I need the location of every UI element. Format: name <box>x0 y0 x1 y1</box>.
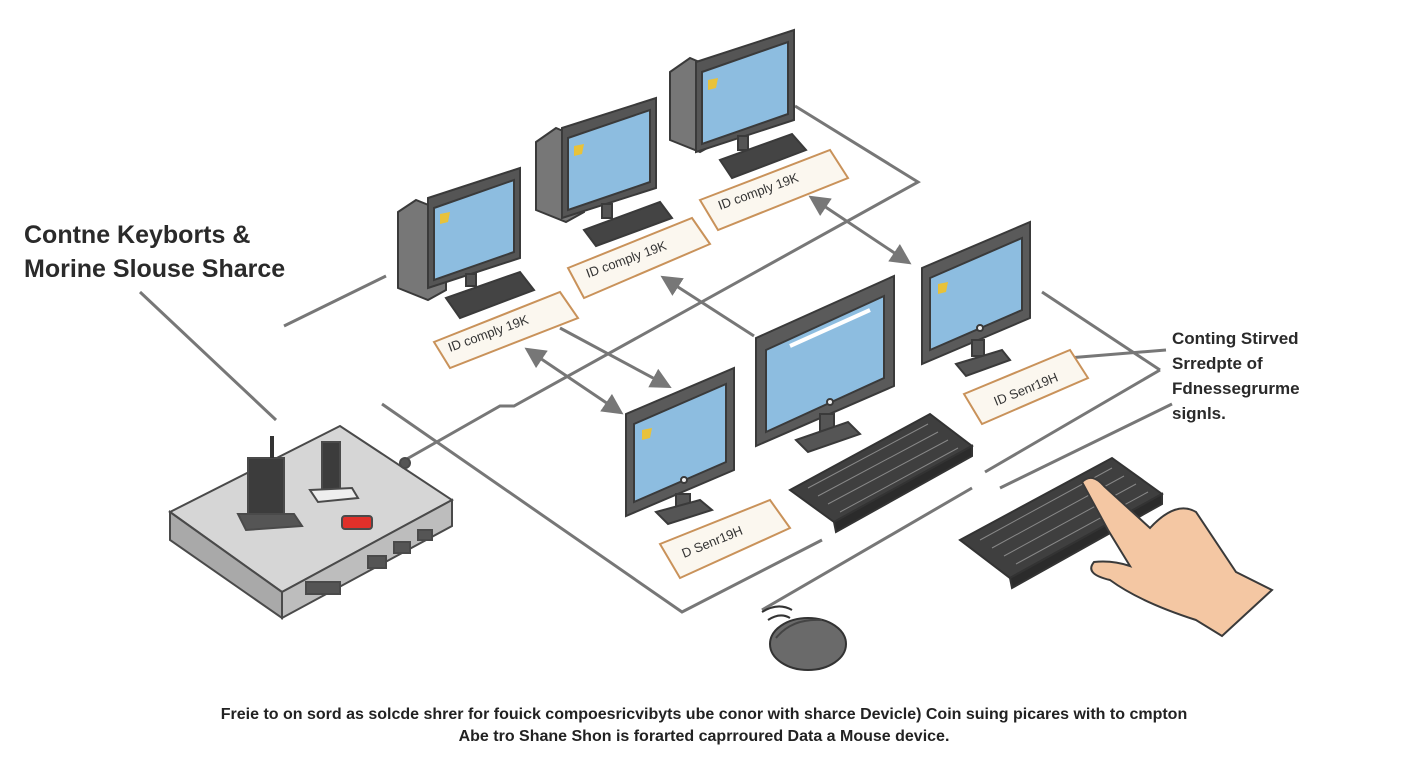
monitor-icon <box>755 274 895 454</box>
side-note-line-4: signls. <box>1172 404 1226 423</box>
side-note-line-2: Srredpte of <box>1172 354 1263 373</box>
connector-right-top <box>1041 290 1161 372</box>
connector-mouse <box>761 486 973 612</box>
monitor-icon <box>921 220 1031 378</box>
hub-red-button-icon <box>341 515 373 530</box>
diagram-title: Contne Keyborts & Morine Slouse Sharce <box>24 218 285 286</box>
pc-tower-icon <box>535 96 674 248</box>
computer-tag-5: ID Senr19H <box>962 348 1090 426</box>
caption-line-1: Freie to on sord as solcde shrer for fou… <box>220 706 1188 723</box>
kvm-switch-icon <box>168 424 454 620</box>
connector-hub-top <box>404 104 921 462</box>
connection-lines <box>138 104 1173 614</box>
monitor-icon <box>625 366 735 526</box>
arrow-d <box>808 195 912 265</box>
connector-title <box>138 290 278 422</box>
pc-tower-icon <box>397 166 536 320</box>
connector-hub-left <box>381 402 823 614</box>
connector-keyboard <box>999 402 1173 490</box>
side-annotation: Conting Stirved Srredpte of Fdnessegrurm… <box>1172 326 1300 426</box>
title-line-2: Morine Slouse Sharce <box>24 255 286 283</box>
pc-tower-icon <box>669 28 808 180</box>
diagram-caption: Freie to on sord as solcde shrer for fou… <box>0 704 1408 748</box>
side-note-line-3: Fdnessegrurme <box>1172 379 1300 398</box>
caption-line-2: Abe tro Shane Shon is forarted caprroure… <box>458 728 950 745</box>
title-line-1: Contne Keyborts & <box>24 221 251 249</box>
connector-right-bottom <box>984 368 1161 474</box>
mouse-icon <box>761 605 847 671</box>
keyboard-icon <box>788 412 974 534</box>
hand-icon <box>1080 476 1274 638</box>
connector-note <box>1067 348 1167 360</box>
side-note-line-1: Conting Stirved <box>1172 329 1299 348</box>
arrow-c <box>660 275 755 338</box>
arrow-a <box>524 347 624 415</box>
arrow-b <box>559 326 672 388</box>
connector-short <box>283 274 387 328</box>
